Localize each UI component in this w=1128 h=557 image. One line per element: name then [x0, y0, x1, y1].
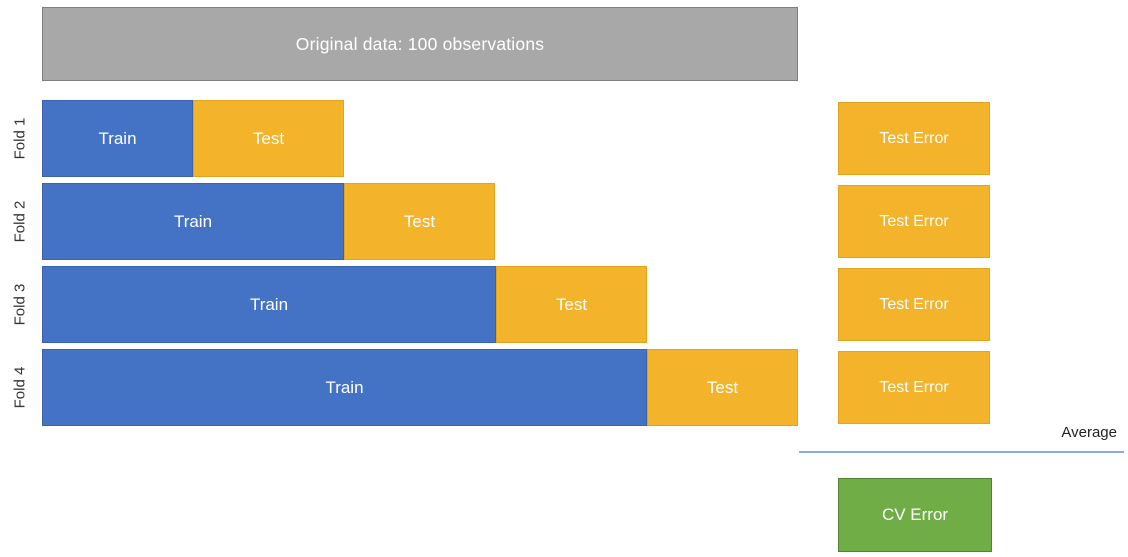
fold-4-train-bar: Train [42, 349, 647, 426]
fold-2-axis-label: Fold 2 [11, 200, 29, 243]
average-divider-line [799, 451, 1124, 453]
fold-3-train-bar: Train [42, 266, 496, 343]
fold-2-test-error-box: Test Error [838, 185, 990, 258]
fold-1-axis-label: Fold 1 [11, 117, 29, 160]
fold-1-test-error-box: Test Error [838, 102, 990, 175]
fold-4-test-bar: Test [647, 349, 798, 426]
fold-4-test-error-box: Test Error [838, 351, 990, 424]
fold-3-axis-label: Fold 3 [11, 283, 29, 326]
fold-1-train-bar: Train [42, 100, 193, 177]
fold-2-train-bar: Train [42, 183, 344, 260]
original-data-label: Original data: 100 observations [295, 33, 545, 54]
fold-1-test-bar: Test [193, 100, 344, 177]
fold-4-axis-label: Fold 4 [11, 366, 29, 409]
fold-2-test-bar: Test [344, 183, 495, 260]
fold-3-test-error-box: Test Error [838, 268, 990, 341]
original-data-bar: Original data: 100 observations [42, 7, 798, 81]
fold-3-test-bar: Test [496, 266, 647, 343]
cv-error-box: CV Error [838, 478, 992, 552]
average-label: Average [1061, 424, 1117, 441]
